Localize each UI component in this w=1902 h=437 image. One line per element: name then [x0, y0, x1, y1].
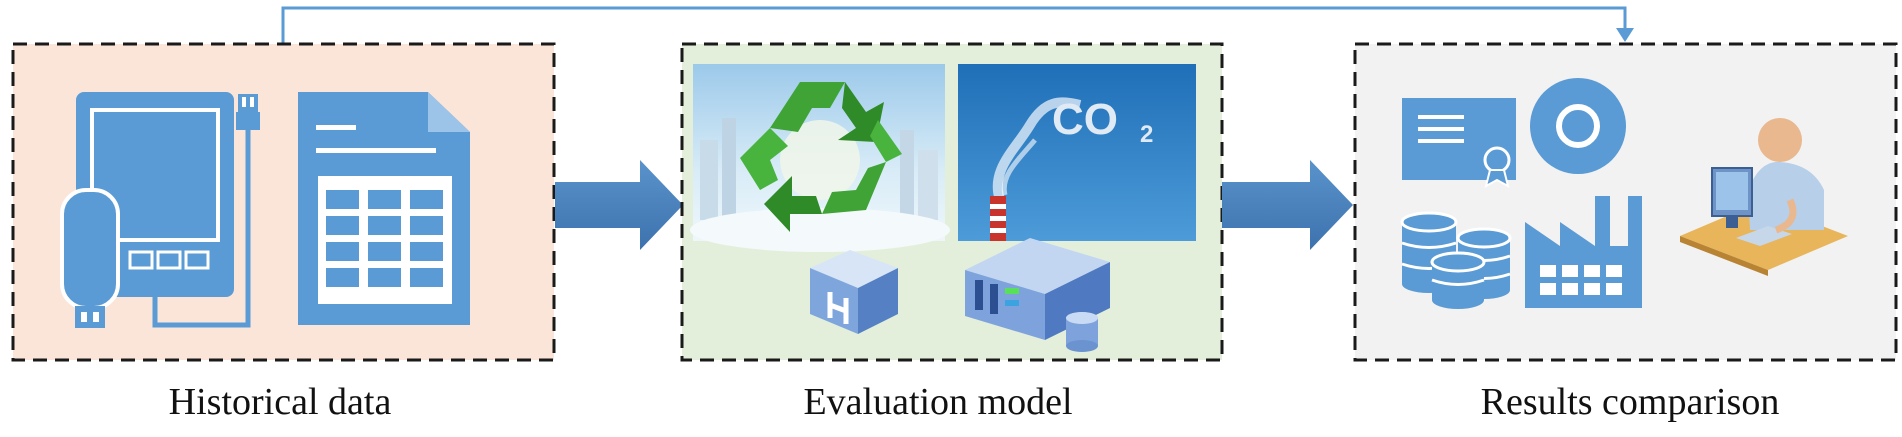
- flow-arrow-2: [1222, 160, 1353, 250]
- flow-arrow-1: [555, 160, 683, 250]
- connector-arrowhead: [1616, 28, 1634, 42]
- cube-icon: [810, 250, 898, 334]
- evaluation-model-label: Evaluation model: [803, 381, 1073, 423]
- cd-disc-icon: [1530, 78, 1626, 174]
- spreadsheet-document-icon: [298, 92, 470, 325]
- server-icon: [965, 238, 1110, 352]
- user-at-computer-icon: [1680, 118, 1848, 276]
- feedback-connector: [281, 6, 1634, 44]
- certificate-icon: [1402, 98, 1516, 188]
- historical-data-label: Historical data: [168, 381, 392, 423]
- stage-evaluation: CO 2: [680, 42, 1224, 362]
- database-icon: [1400, 211, 1512, 309]
- factory-icon: [1525, 196, 1642, 308]
- co2-chimney-icon: CO 2: [958, 64, 1196, 241]
- results-comparison-label: Results comparison: [1480, 381, 1780, 423]
- usb-drive-icon: [60, 188, 120, 328]
- recycle-icon: [690, 64, 950, 252]
- stage-results: [1353, 42, 1898, 362]
- stage-historical: [11, 42, 556, 362]
- co2-subscript: 2: [1140, 121, 1153, 148]
- co2-text: CO: [1052, 95, 1118, 144]
